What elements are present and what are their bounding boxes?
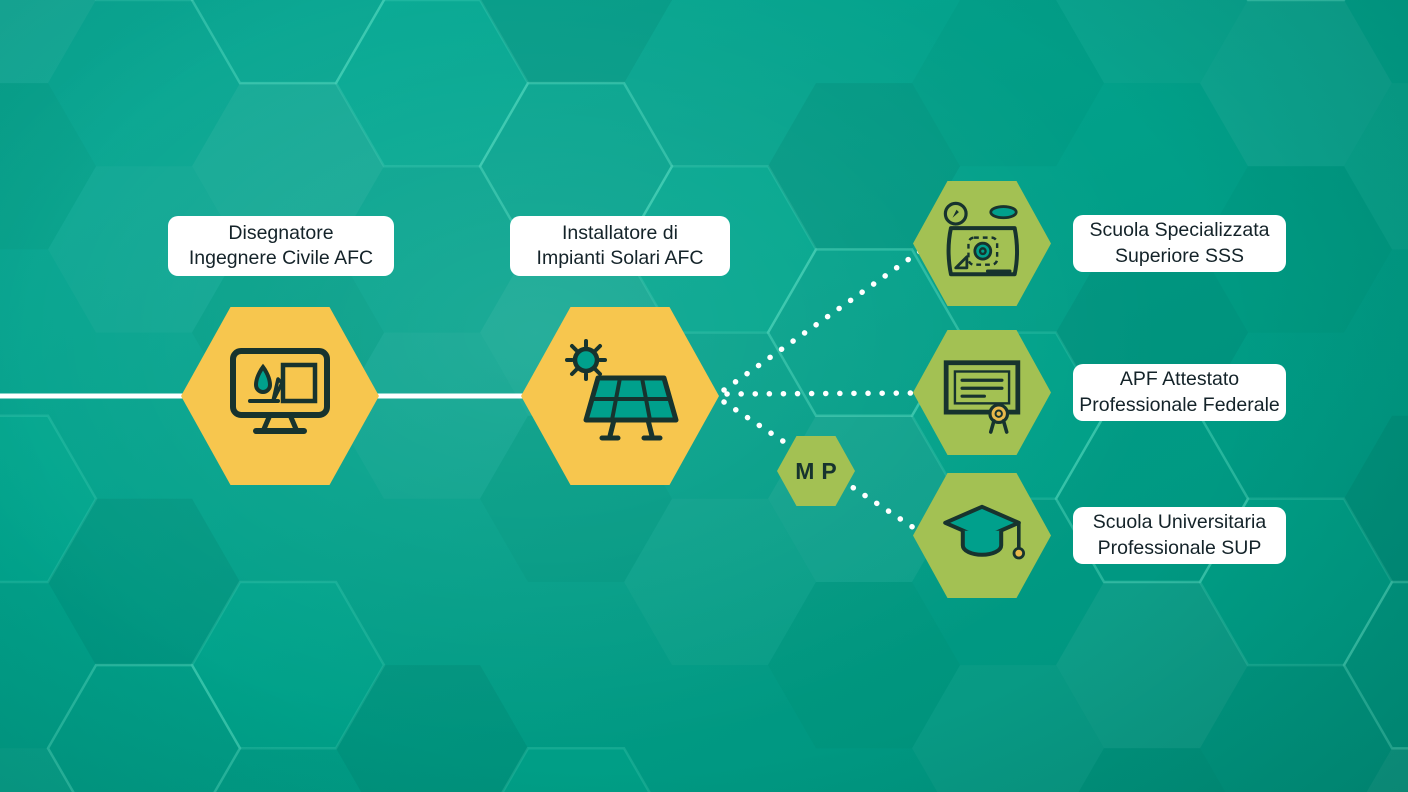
node-apf: [913, 330, 1051, 455]
edge-installatore-to-sup: [721, 399, 929, 539]
label-line: Professionale SUP: [1097, 536, 1262, 559]
label-line: Professionale Federale: [1079, 393, 1280, 416]
label-line: Disegnatore: [228, 221, 334, 244]
label-sup: Scuola Universitaria Professionale SUP: [1073, 507, 1286, 564]
label-disegnatore-afc: Disegnatore Ingegnere Civile AFC: [168, 216, 394, 276]
label-line: Scuola Universitaria: [1092, 511, 1267, 534]
edge-installatore-to-apf: [724, 390, 923, 397]
label-line: Scuola Specializzata: [1089, 219, 1270, 242]
label-line: Ingegnere Civile AFC: [188, 247, 374, 269]
label-apf: APF Attestato Professionale Federale: [1073, 364, 1286, 421]
label-installatore-afc: Installatore di Impianti Solari AFC: [510, 216, 730, 276]
label-line: Superiore SSS: [1115, 244, 1244, 267]
edge-installatore-to-sss: [721, 244, 929, 393]
graduation-cap-icon: [943, 504, 1025, 559]
cad-monitor-icon: [230, 348, 330, 434]
label-sss: Scuola Specializzata Superiore SSS: [1073, 215, 1286, 272]
label-line: Impianti Solari AFC: [536, 247, 704, 269]
label-line: Installatore di: [562, 221, 678, 244]
label-line: APF Attestato: [1119, 368, 1240, 391]
solar-panel-icon: [565, 339, 679, 441]
mp-label: MP: [795, 457, 844, 484]
certificate-icon: [943, 359, 1021, 434]
blueprint-icon: [943, 201, 1020, 276]
